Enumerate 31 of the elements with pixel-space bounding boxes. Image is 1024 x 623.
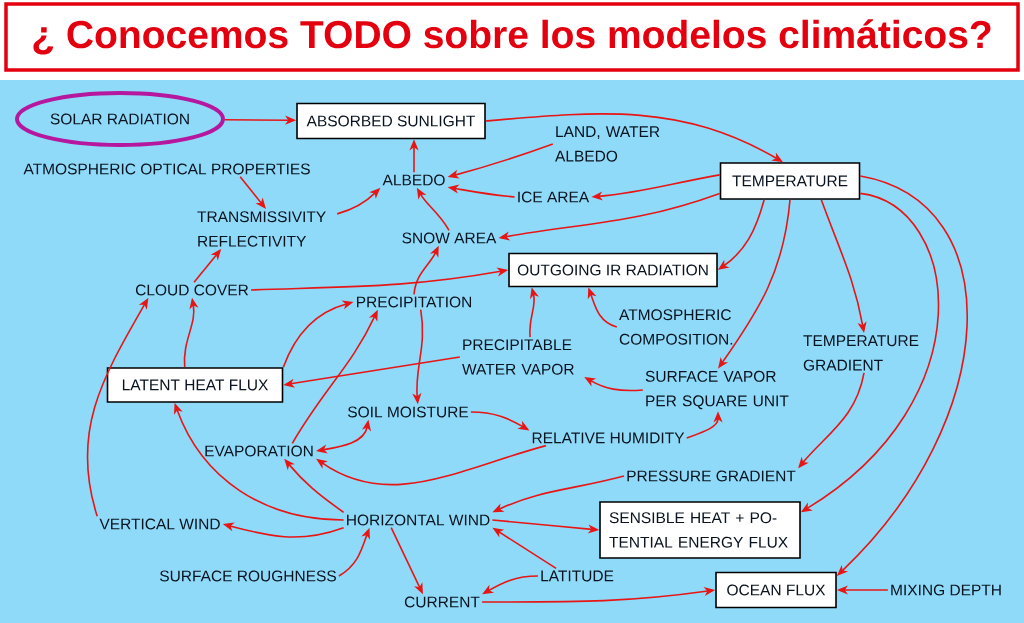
title-banner: ¿ Conocemos TODO sobre los modelos climáticos? bbox=[4, 2, 1020, 72]
variable-label: SURFACE ROUGHNESS bbox=[160, 570, 336, 582]
variable-label: TRANSMISSIVITY REFLECTIVITY bbox=[197, 211, 326, 247]
variable-label: LAND, WATER ALBEDO bbox=[555, 126, 660, 162]
variable-box: OUTGOING IR RADIATION bbox=[508, 252, 718, 288]
variable-label: HORIZONTAL WIND bbox=[347, 514, 490, 526]
variable-box: LATENT HEAT FLUX bbox=[106, 367, 284, 403]
variable-label: PRECIPITABLE WATER VAPOR bbox=[462, 339, 574, 375]
variable-label: CLOUD COVER bbox=[135, 284, 249, 296]
variable-label: CURRENT bbox=[404, 596, 480, 608]
variable-box: ABSORBED SUNLIGHT bbox=[296, 102, 486, 140]
variable-label: PRECIPITATION bbox=[357, 296, 472, 308]
variable-label: ATMOSPHERIC COMPOSITION. bbox=[619, 309, 733, 345]
variable-label: SURFACE VAPOR PER SQUARE UNIT bbox=[645, 370, 789, 410]
variable-label: ICE AREA bbox=[518, 191, 590, 203]
variable-label: VERTICAL WIND bbox=[99, 518, 220, 530]
variable-label: LATITUDE bbox=[541, 570, 614, 582]
variable-box: OCEAN FLUX bbox=[715, 571, 837, 609]
arrow bbox=[316, 444, 547, 486]
variable-box: SENSIBLE HEAT + PO- TENTIAL ENERGY FLUX bbox=[599, 501, 801, 559]
variable-label: EVAPORATION bbox=[205, 445, 313, 457]
variable-box: TEMPERATURE bbox=[719, 162, 861, 200]
variable-label: MIXING DEPTH bbox=[891, 584, 1001, 596]
variable-label: PRESSURE GRADIENT bbox=[627, 470, 796, 482]
variable-label: SNOW AREA bbox=[402, 232, 497, 244]
highlighted-label: SOLAR RADIATION bbox=[15, 91, 225, 147]
variable-label: RELATIVE HUMIDITY bbox=[532, 432, 685, 444]
variable-label: TEMPERATURE GRADIENT bbox=[803, 335, 919, 371]
variable-label: SOIL MOISTURE bbox=[348, 406, 469, 418]
variable-label: ALBEDO bbox=[382, 174, 445, 186]
variable-label: ATMOSPHERIC OPTICAL PROPERTIES bbox=[23, 163, 310, 175]
